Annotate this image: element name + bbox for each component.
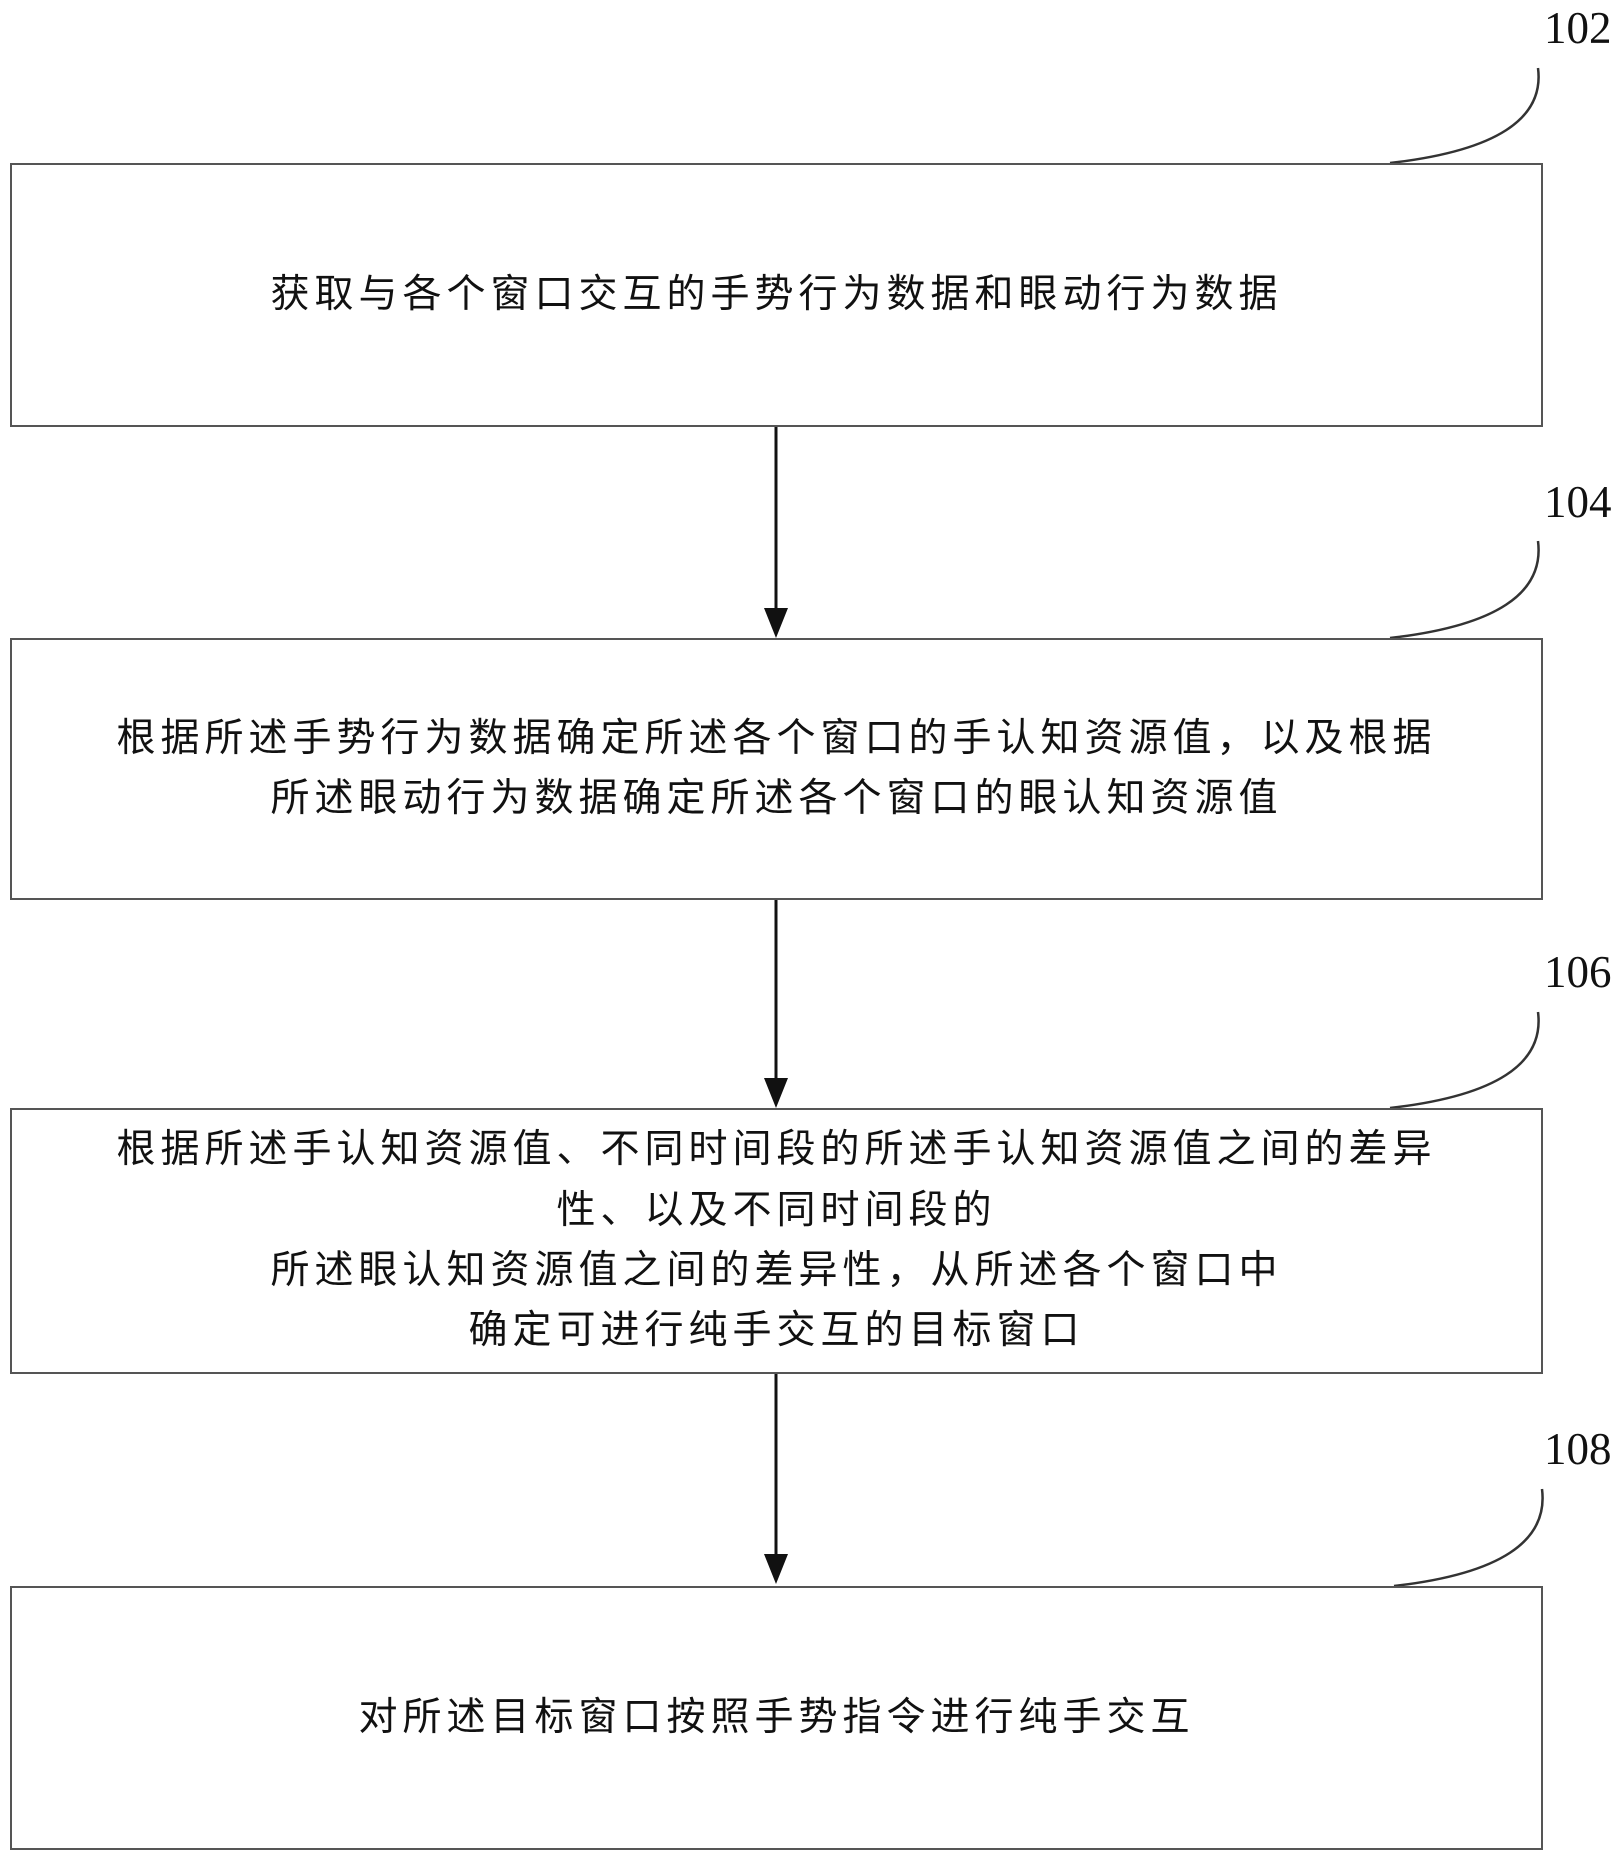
step-label-108: 108 <box>1544 1424 1612 1474</box>
step-box-108: 对所述目标窗口按照手势指令进行纯手交互 <box>10 1586 1543 1850</box>
leader-line-104 <box>1389 540 1540 640</box>
step-box-102: 获取与各个窗口交互的手势行为数据和眼动行为数据 <box>10 163 1543 427</box>
arrow-106-to-108 <box>764 1374 788 1584</box>
step-box-104: 根据所述手势行为数据确定所述各个窗口的手认知资源值，以及根据 所述眼动行为数据确… <box>10 638 1543 900</box>
step-label-106: 106 <box>1544 947 1612 997</box>
arrow-104-to-106 <box>764 900 788 1108</box>
step-text-106: 根据所述手认知资源值、不同时间段的所述手认知资源值之间的差异 性、以及不同时间段… <box>116 1127 1437 1354</box>
leader-line-108 <box>1393 1488 1544 1588</box>
step-text-104: 根据所述手势行为数据确定所述各个窗口的手认知资源值，以及根据 所述眼动行为数据确… <box>116 715 1437 821</box>
step-text-108: 对所述目标窗口按照手势指令进行纯手交互 <box>358 1694 1195 1740</box>
step-label-104: 104 <box>1544 477 1612 527</box>
leader-line-102 <box>1389 67 1540 165</box>
step-text-102: 获取与各个窗口交互的手势行为数据和眼动行为数据 <box>270 271 1283 317</box>
step-label-102: 102 <box>1544 3 1612 53</box>
step-box-106: 根据所述手认知资源值、不同时间段的所述手认知资源值之间的差异 性、以及不同时间段… <box>10 1108 1543 1374</box>
leader-line-106 <box>1389 1011 1540 1110</box>
arrow-102-to-104 <box>764 427 788 638</box>
